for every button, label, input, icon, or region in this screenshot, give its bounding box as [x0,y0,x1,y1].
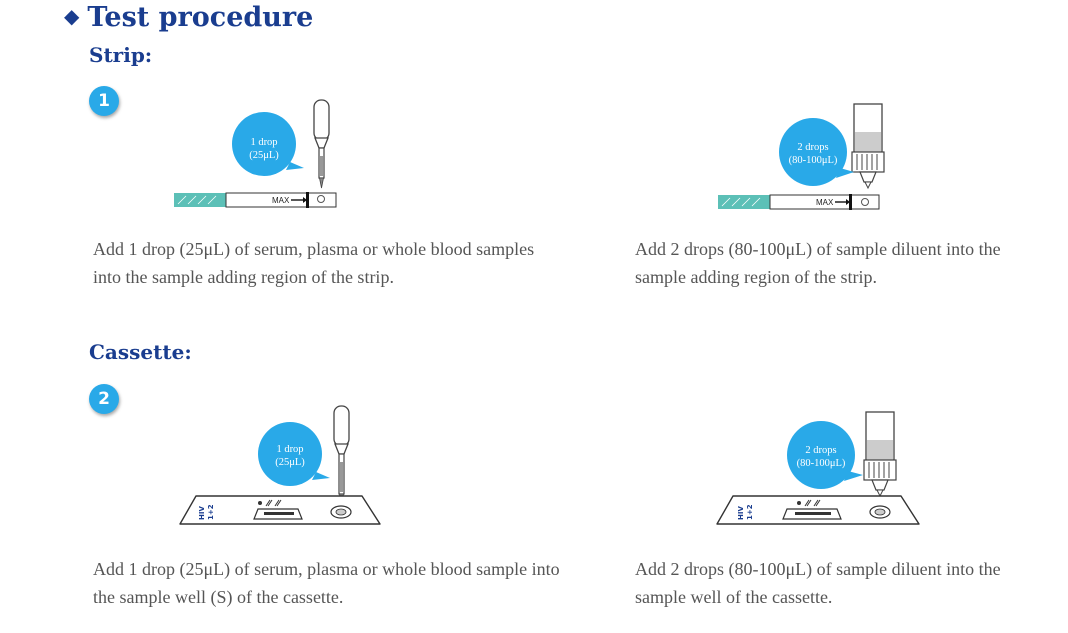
bubble-text-line2: (25μL) [275,457,305,468]
bubble-text-line2: (25μL) [249,150,279,161]
bubble-text-line1: 2 drops [797,142,828,153]
drop-bubble: 1 drop (25μL) [258,422,330,486]
drop-bubble: 1 drop (25μL) [232,112,304,176]
cassette-label-line1: HIV [198,506,206,520]
test-cassette: HIV 1+2 [716,495,920,525]
cassette-bottle-illustration: 2 drops (80-100μL) HIV 1+2 [716,411,920,525]
test-cassette: HIV 1+2 [179,495,381,525]
bubble-text-line1: 1 drop [276,444,303,455]
test-strip: MAX [174,192,337,208]
strip-max-label: MAX [272,196,290,205]
drops-bubble: 2 drops (80-100μL) [779,118,854,186]
diluent-bottle-icon [851,103,885,190]
page-title: ◆ Test procedure [64,2,313,33]
bubble-text-line1: 1 drop [250,137,277,148]
step-badge-1: 1 [89,86,119,116]
test-strip: MAX [718,194,880,210]
strip-max-label: MAX [816,198,834,207]
strip-heading: Strip: [89,43,153,67]
step-badge-2: 2 [89,384,119,414]
diluent-bottle-icon [863,411,897,498]
cassette-label-line2: 1+2 [746,504,754,520]
dropper-icon [333,405,350,505]
cassette-left-description: Add 1 drop (25μL) of serum, plasma or wh… [93,559,560,607]
bubble-text-line2: (80-100μL) [797,458,846,469]
cassette-label-line1: HIV [737,506,745,520]
cassette-dropper-illustration: 1 drop (25μL) HIV 1+2 [179,405,381,525]
cassette-label-line2: 1+2 [207,504,215,520]
diamond-bullet-icon: ◆ [64,4,80,28]
drops-bubble: 2 drops (80-100μL) [787,421,863,489]
strip-right-description: Add 2 drops (80-100μL) of sample diluent… [635,239,1001,287]
strip-dropper-illustration: 1 drop (25μL) MAX [174,99,337,208]
page-title-text: Test procedure [87,2,314,33]
strip-left-description: Add 1 drop (25μL) of serum, plasma or wh… [93,239,535,287]
bubble-text-line2: (80-100μL) [789,155,838,166]
strip-bottle-illustration: 2 drops (80-100μL) MAX [718,103,885,210]
dropper-icon [313,99,330,189]
bubble-text-line1: 2 drops [805,445,836,456]
cassette-heading: Cassette: [89,340,192,364]
cassette-right-description: Add 2 drops (80-100μL) of sample diluent… [635,559,1001,607]
